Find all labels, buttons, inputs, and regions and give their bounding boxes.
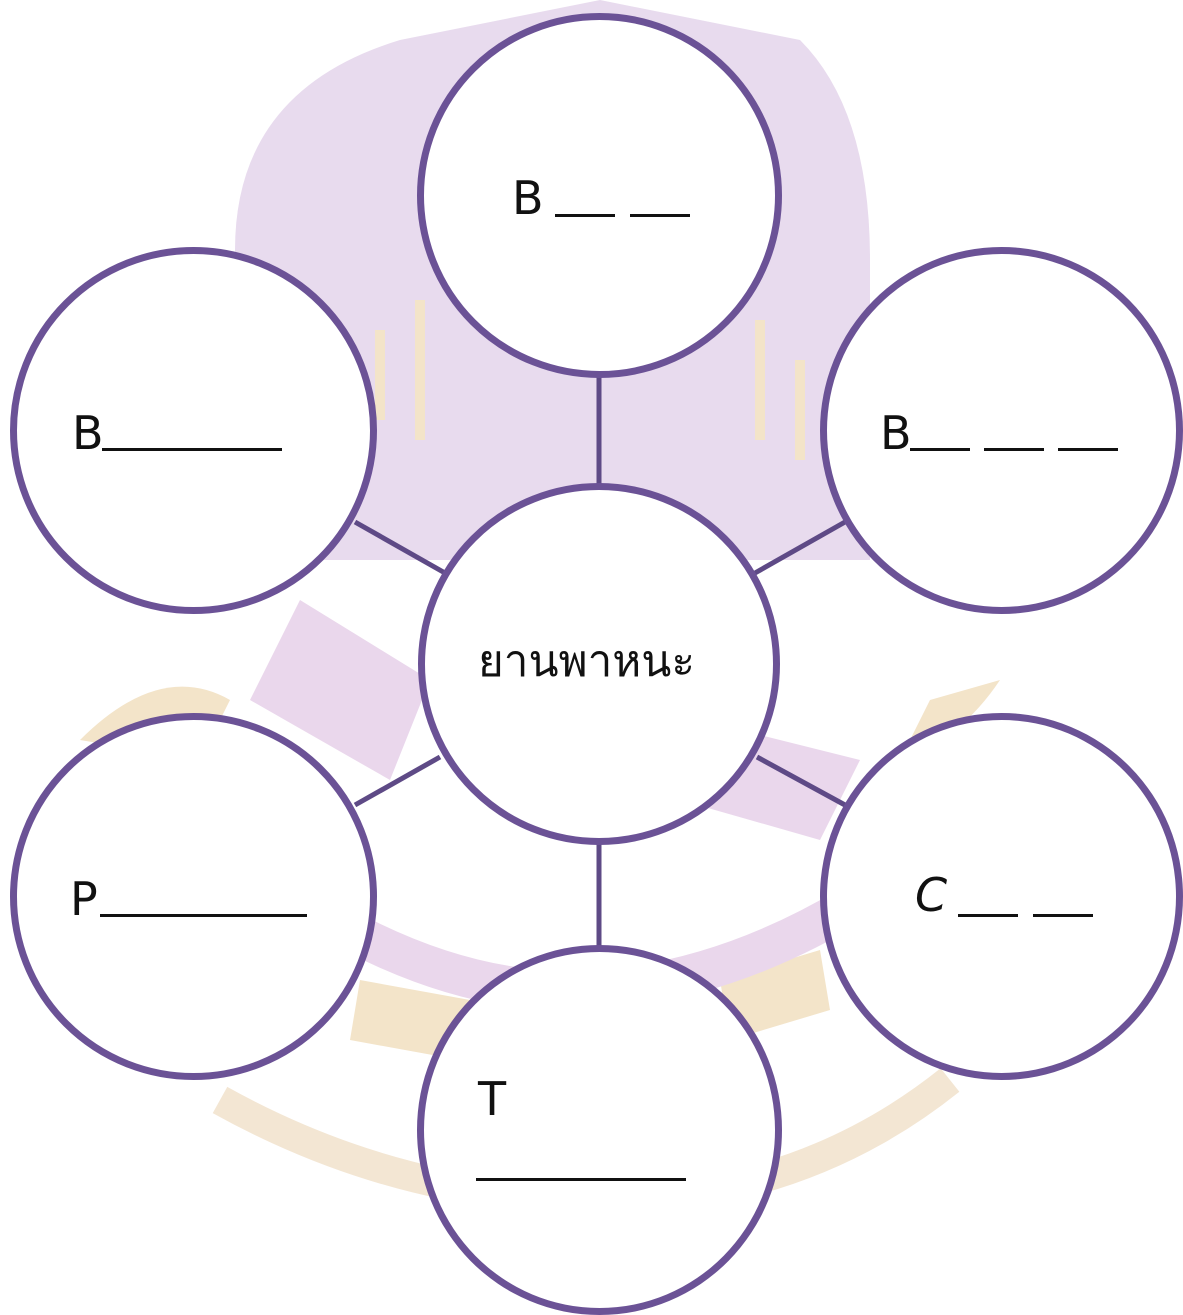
blank-upper-right-1[interactable] xyxy=(910,448,970,451)
blank-upper-right-3[interactable] xyxy=(1058,448,1118,451)
blank-upper-right-2[interactable] xyxy=(984,448,1044,451)
letter-bottom: T xyxy=(478,1076,506,1122)
blank-lower-left[interactable] xyxy=(100,914,307,917)
blank-top-1[interactable] xyxy=(555,214,615,217)
blank-top-2[interactable] xyxy=(630,214,690,217)
letter-lower-right: C xyxy=(915,872,947,918)
blank-lower-right-1[interactable] xyxy=(958,914,1018,917)
circle-upper-left xyxy=(10,247,377,614)
connector-lower-left xyxy=(355,757,440,805)
circle-lower-left xyxy=(10,713,377,1080)
blank-upper-left[interactable] xyxy=(102,448,282,451)
circle-top xyxy=(417,13,782,378)
letter-lower-left: P xyxy=(70,876,98,922)
letter-top: B xyxy=(512,175,544,221)
blank-lower-right-2[interactable] xyxy=(1033,914,1093,917)
connector-lower-right xyxy=(757,757,845,805)
connector-upper-right xyxy=(755,522,845,573)
circle-lower-right xyxy=(820,713,1183,1080)
letter-upper-left: B xyxy=(72,410,104,456)
center-label: ยานพาหนะ xyxy=(478,640,695,684)
circle-bottom xyxy=(417,945,782,1315)
letter-upper-right: B xyxy=(880,410,912,456)
blank-bottom[interactable] xyxy=(476,1178,686,1181)
circle-upper-right xyxy=(820,247,1183,614)
connector-upper-left xyxy=(355,522,445,573)
